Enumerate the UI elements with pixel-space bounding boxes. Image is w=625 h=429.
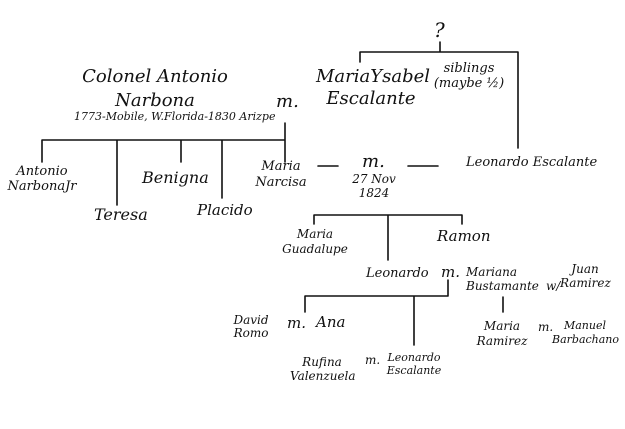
person-name-line2: NarbonaJr — [7, 179, 77, 194]
marriage-symbol-antonio: m. — [276, 91, 299, 112]
narcisa-children-line — [313, 214, 463, 261]
siblings-line1: siblings — [443, 61, 495, 76]
marriage-date-line2: 1824 — [358, 186, 390, 200]
person-placido: Placido — [197, 201, 253, 219]
person-name-line1: Maria — [483, 319, 521, 333]
person-name-line2: Ramirez — [560, 276, 611, 290]
antonio-life-dates: 1773-Mobile, W.Florida-1830 Arizpe — [74, 110, 276, 123]
unknown-parents-line — [359, 41, 519, 149]
person-name-line1: David — [233, 313, 269, 327]
person-leonardo-escalante-sr: Leonardo Escalante — [466, 155, 598, 170]
person-teresa: Teresa — [94, 205, 148, 224]
person-name-line1: Manuel — [563, 319, 607, 332]
person-maria-guadalupe: Maria Guadalupe — [282, 228, 348, 255]
person-name-line2: Ramirez — [476, 334, 528, 348]
person-name-line1: Rufina — [302, 355, 342, 369]
person-name-line2: Romo — [233, 326, 269, 340]
person-name-line1: Maria — [296, 227, 334, 241]
person-antonio-narbona-jr: Antonio NarbonaJr — [6, 165, 78, 193]
person-manuel-barbachano: Manuel Barbachano — [552, 319, 620, 346]
person-name-line1: Antonio — [16, 164, 68, 179]
person-name-line1: Juan — [571, 262, 599, 276]
person-name-line2: Bustamante — [466, 279, 539, 293]
marriage-date: 27 Nov 1824 — [344, 173, 404, 199]
person-leonardo-escalante-jr: Leonardo Escalante — [380, 352, 448, 376]
person-rufina-valenzuela: Rufina Valenzuela — [290, 355, 356, 383]
person-name-line2: Escalante — [326, 88, 416, 109]
person-david-romo: David Romo — [228, 314, 274, 339]
person-name-line2: Escalante — [386, 364, 442, 377]
person-name-line1: Colonel Antonio — [82, 66, 228, 87]
unknown-ancestor-mark: ? — [434, 18, 445, 42]
marriage-symbol-leonardo: m. — [441, 263, 460, 281]
mariana-children-line — [304, 279, 449, 346]
person-name-line2: Barbachano — [552, 333, 620, 346]
person-name-line1: Maria — [261, 159, 301, 174]
person-mariana-bustamante: Mariana Bustamante — [466, 266, 539, 292]
siblings-line2: (maybe ½) — [433, 76, 505, 91]
marriage-symbol-narcisa: m. — [362, 151, 385, 172]
person-antonio-narbona: Colonel Antonio Narbona — [80, 68, 230, 110]
person-name-line2: Guadalupe — [282, 242, 348, 256]
marriage-symbol-manuel: m. — [538, 320, 554, 334]
person-maria-ramirez: Maria Ramirez — [474, 320, 530, 347]
person-name-line2: Narcisa — [255, 175, 307, 190]
marriage-symbol-rufina: m. — [365, 353, 381, 367]
person-maria-ysabel-escalante: MariaYsabel Escalante — [316, 66, 431, 109]
with-symbol: w/ — [546, 279, 561, 293]
person-name-line2: Valenzuela — [290, 369, 356, 383]
person-leonardo: Leonardo — [366, 266, 429, 281]
person-name-line1: Leonardo — [387, 351, 441, 364]
marriage-date-line1: 27 Nov — [352, 172, 396, 186]
person-name-line1: MariaYsabel — [316, 66, 431, 87]
person-name-line1: Mariana — [466, 265, 518, 279]
person-juan-ramirez: Juan Ramirez — [560, 262, 611, 290]
marriage-symbol-ana: m. — [287, 314, 306, 332]
person-maria-narcisa: Maria Narcisa — [254, 160, 308, 189]
person-ramon: Ramon — [437, 227, 491, 245]
person-ana: Ana — [316, 313, 346, 331]
person-benigna: Benigna — [142, 168, 209, 187]
siblings-note: siblings (maybe ½) — [432, 62, 506, 90]
person-name-line2: Narbona — [115, 90, 195, 111]
antonio-children-line — [41, 122, 286, 206]
